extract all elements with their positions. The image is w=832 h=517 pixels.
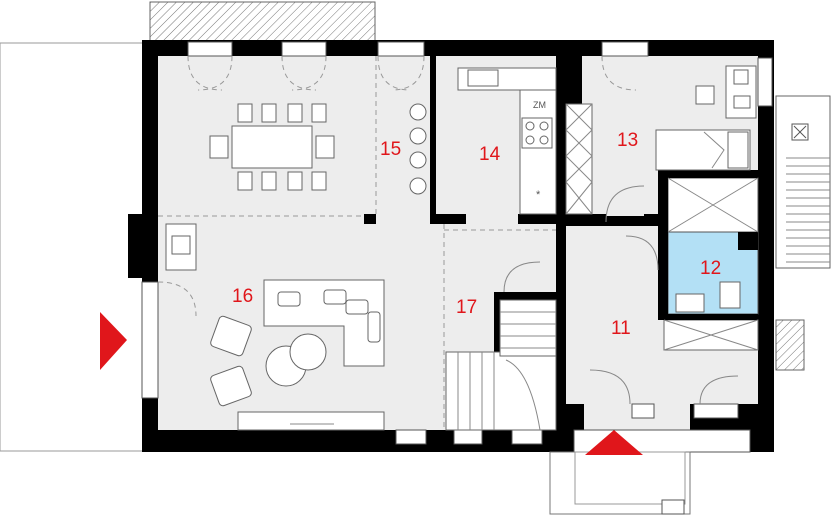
right-balcony-hatch	[775, 319, 805, 371]
dining-chairs	[209, 103, 335, 191]
room-number-14: 14	[479, 144, 501, 165]
outside-lamp	[791, 123, 809, 141]
dining-table	[231, 125, 313, 169]
tv-unit	[237, 411, 385, 431]
staircase-steps	[457, 311, 556, 431]
wardrobe-11-hatch	[663, 319, 759, 351]
fireplace-inner	[171, 235, 191, 255]
bed-pillow	[727, 131, 749, 169]
wall-left-notch	[128, 214, 158, 278]
wall-bath-top	[658, 170, 758, 178]
kitchen-sink	[467, 69, 499, 87]
wall-bath-bottom	[658, 314, 758, 320]
wall-13-bottom	[582, 214, 606, 226]
wardrobe-13-hatch	[565, 103, 593, 215]
wall-kitchen-bottom-a	[364, 214, 376, 224]
terrace-outline	[0, 42, 149, 452]
desk	[725, 65, 757, 119]
outside-stairs-steps	[786, 157, 830, 263]
porch-light	[661, 499, 685, 515]
room-number-11: 11	[611, 318, 631, 339]
windows-top	[187, 41, 649, 57]
top-balcony	[149, 1, 376, 43]
door-arcs-solid	[503, 185, 739, 405]
windows-bottom	[395, 403, 739, 445]
desk-chair	[695, 85, 715, 105]
entrance-arrow-icon	[100, 312, 127, 370]
shower-cross	[667, 177, 759, 233]
desk-laptop	[733, 95, 751, 109]
bar-stools	[409, 103, 427, 195]
staircase	[445, 351, 557, 431]
stove-burners	[525, 121, 549, 145]
wall-bath-left	[658, 170, 668, 320]
room-number-17: 17	[456, 297, 477, 318]
room-number-12: 12	[700, 258, 721, 279]
fridge-mark: *	[536, 189, 541, 201]
sofa-cushions	[277, 289, 381, 343]
wardrobe-13	[565, 103, 593, 215]
wall-stair-right	[556, 230, 566, 430]
room-number-15: 15	[380, 139, 401, 160]
coffee-table-right	[289, 333, 327, 371]
kitchen-stove	[521, 117, 553, 149]
staircase-upper	[499, 299, 557, 357]
armchair-top	[210, 315, 252, 357]
bed-blanket	[703, 131, 725, 169]
wall-kitchen-bottom-c	[518, 214, 558, 224]
stove-label: ZM	[533, 100, 546, 110]
wall-kitchen-bottom-b	[430, 214, 466, 224]
room-number-13: 13	[617, 130, 638, 151]
bathroom-toilet	[719, 281, 741, 309]
armchair-bottom	[210, 365, 252, 407]
wall-bath-notch	[738, 232, 758, 250]
outside-lamp-cross	[793, 125, 807, 139]
window-right-13	[757, 57, 773, 107]
wall-kitchen-left	[430, 56, 436, 216]
bathroom-sink	[675, 293, 705, 313]
room-number-16: 16	[232, 286, 253, 307]
door-arcs	[157, 55, 637, 317]
window-left-16	[141, 281, 159, 399]
kitchen-counter-side	[519, 89, 557, 215]
wall-stair-left	[494, 292, 500, 352]
entrance-arrow-icon	[585, 430, 643, 455]
wall-stair-top	[494, 292, 556, 300]
desk-monitor	[733, 69, 749, 85]
